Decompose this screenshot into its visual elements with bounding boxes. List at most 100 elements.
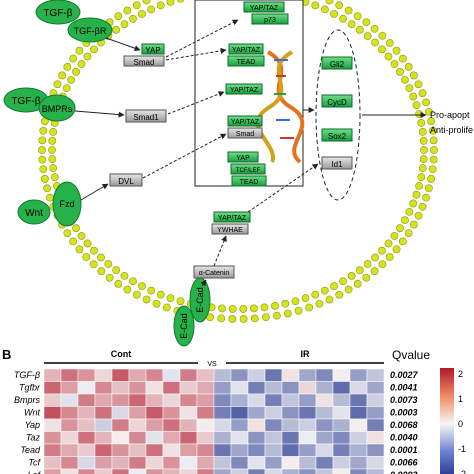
heatmap-cell: [213, 431, 232, 445]
yaptaz-ywhae-complex[interactable]: YAP/TAZ YWHAE: [211, 211, 251, 235]
target-genes-ellipse: [315, 29, 361, 201]
svg-text:YAP/TAZ: YAP/TAZ: [250, 5, 279, 12]
yaptaz-label: YAP/TAZ: [218, 215, 247, 222]
outcome-pro-apoptosis: Pro-apopt: [430, 110, 470, 120]
panel-b-label: B: [2, 347, 11, 362]
smad1-box[interactable]: Smad1: [125, 109, 167, 123]
heatmap-cell: [298, 393, 317, 407]
heatmap-cell: [264, 393, 283, 407]
svg-text:TCF/LEF: TCF/LEF: [236, 168, 261, 174]
heatmap-cell: [213, 456, 232, 470]
receptor-ecad[interactable]: E-Cad E-Cad: [173, 277, 211, 347]
heatmap-cell: [213, 368, 232, 382]
heatmap-cell: [281, 418, 300, 432]
heatmap-cell: [315, 456, 334, 470]
nucleus-yap-tcf-tead[interactable]: YAP TCF/LEF TEAD: [227, 151, 267, 187]
nucleus-yaptaz-p73[interactable]: YAP/TAZ p73: [243, 1, 289, 25]
svg-text:YAP/TAZ: YAP/TAZ: [231, 119, 260, 126]
target-gli2[interactable]: Gli2: [321, 56, 353, 70]
heatmap-cell: [264, 368, 283, 382]
heatmap-cell: [315, 393, 334, 407]
heatmap-cell: [145, 393, 164, 407]
dvl-box[interactable]: DVL: [109, 173, 143, 187]
heatmap-cell: [43, 468, 62, 474]
target-sox2[interactable]: Sox2: [321, 128, 353, 142]
nucleus-yaptaz[interactable]: YAP/TAZ: [225, 83, 263, 95]
nucleus-yaptaz-tead[interactable]: YAP/TAZ TEAD: [227, 43, 265, 67]
heatmap-cell: [77, 368, 96, 382]
heatmap-cell: [196, 443, 215, 457]
heatmap-cell: [264, 381, 283, 395]
heatmap-cell: [315, 368, 334, 382]
heatmap-cell: [281, 431, 300, 445]
heatmap-cell: [247, 368, 266, 382]
heatmap-cell: [128, 368, 147, 382]
heatmap-cell: [264, 443, 283, 457]
heatmap-cell: [77, 418, 96, 432]
nucleus-yaptaz-smad[interactable]: YAP/TAZ Smad: [227, 115, 263, 139]
colorbar-tick: 0: [458, 419, 463, 429]
heatmap-cell: [349, 456, 368, 470]
heatmap-cell: [43, 456, 62, 470]
heatmap-cell: [111, 456, 130, 470]
heatmap-cell: [298, 418, 317, 432]
qvalue-text: 0.0041: [390, 383, 418, 393]
heatmap-cell: [94, 406, 113, 420]
heatmap-cell: [60, 456, 79, 470]
target-id1[interactable]: Id1: [321, 156, 353, 170]
ywhae-label: YWHAE: [217, 227, 243, 234]
heatmap-cell: [332, 368, 351, 382]
svg-text:α-Catenin: α-Catenin: [199, 270, 230, 277]
qvalue-text: 0.0073: [390, 395, 418, 405]
receptor-fzd[interactable]: Wnt Fzd: [17, 181, 82, 227]
heatmap-cell: [179, 418, 198, 432]
heatmap-cell: [94, 368, 113, 382]
heatmap-cell: [281, 393, 300, 407]
pathway-arrows: [74, 19, 427, 287]
heatmap-cell: [43, 368, 62, 382]
heatmap-cell: [366, 443, 385, 457]
ligand-label: E-Cad: [179, 313, 189, 339]
outcome-anti-proliferation: Anti-prolife: [430, 125, 473, 135]
heatmap-cell: [162, 406, 181, 420]
heatmap-cell: [281, 368, 300, 382]
receptor-tgfbr[interactable]: TGF-β TGF-βR: [35, 0, 113, 43]
panel-a: TGF-β TGF-βR TGF-β BMPRs Wnt Fzd E-Cad E…: [3, 0, 473, 347]
target-cycd[interactable]: CycD: [321, 94, 353, 108]
heatmap-cell: [179, 406, 198, 420]
vs-label: VS: [207, 361, 217, 368]
heatmap-cell: [196, 418, 215, 432]
yap-smad-complex[interactable]: YAP Smad: [123, 43, 165, 67]
gene-labels: TGF-βTgfbrBmprsWntYapTazTeadTcfLef: [14, 370, 42, 474]
heatmap-cell: [111, 393, 130, 407]
qvalue-text: 0.0003: [390, 408, 418, 418]
heatmap-cell: [179, 431, 198, 445]
heatmap-cell: [366, 431, 385, 445]
heatmap-cell: [128, 393, 147, 407]
colorbar-tick: 1: [458, 394, 463, 404]
heatmap-cell: [349, 368, 368, 382]
ligand-label: TGF-β: [43, 8, 72, 19]
receptor-bmprs[interactable]: TGF-β BMPRs: [3, 87, 76, 122]
heatmap-cell: [264, 418, 283, 432]
heatmap-cell: [298, 456, 317, 470]
heatmap-cell: [145, 468, 164, 474]
heatmap-cell: [43, 431, 62, 445]
svg-text:YAP: YAP: [236, 155, 250, 162]
heatmap-cell: [111, 418, 130, 432]
heatmap-cell: [128, 406, 147, 420]
heatmap-cell: [60, 431, 79, 445]
heatmap-cell: [332, 393, 351, 407]
heatmap-cell: [332, 456, 351, 470]
heatmap-cell: [145, 381, 164, 395]
heatmap-cell: [281, 468, 300, 474]
heatmap-cell: [247, 393, 266, 407]
heatmap-cell: [349, 431, 368, 445]
heatmap-cell: [179, 443, 198, 457]
heatmap-cell: [281, 443, 300, 457]
heatmap-cell: [60, 443, 79, 457]
heatmap-cell: [145, 418, 164, 432]
alpha-catenin-box[interactable]: α-Catenin: [193, 265, 235, 279]
heatmap: [43, 368, 385, 474]
heatmap-cell: [60, 393, 79, 407]
